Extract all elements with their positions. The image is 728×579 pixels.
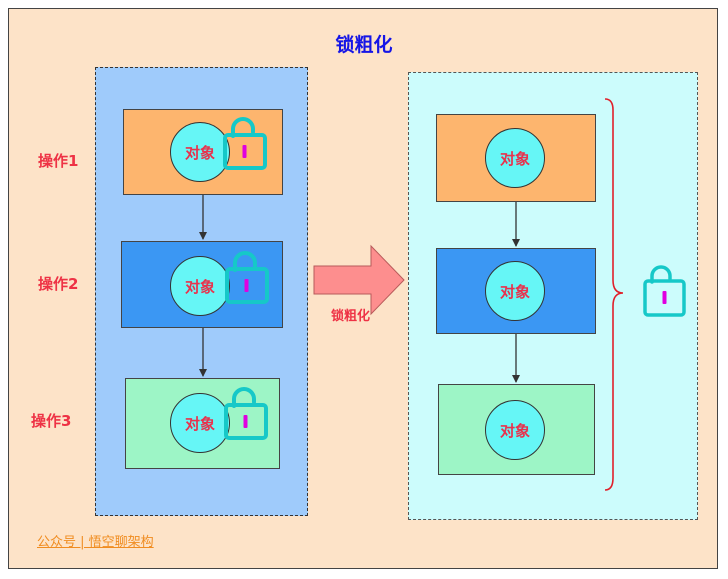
curly-brace xyxy=(604,98,624,491)
object-circle-left-3: 对象 xyxy=(170,393,230,453)
operation-label-3: 操作3 xyxy=(31,412,72,430)
object-circle-right-3: 对象 xyxy=(485,400,545,460)
object-circle-right-2: 对象 xyxy=(485,261,545,321)
lock-icon-coarsened xyxy=(643,265,686,317)
footer-link[interactable]: 公众号 | 悟空聊架构 xyxy=(37,535,154,550)
operation-label-2: 操作2 xyxy=(38,275,79,293)
operation-label-1: 操作1 xyxy=(38,152,79,170)
object-circle-right-1: 对象 xyxy=(485,128,545,188)
lock-icon-3 xyxy=(224,387,268,440)
coarsening-arrow xyxy=(313,244,405,316)
object-circle-left-1: 对象 xyxy=(170,122,230,182)
diagram-title: 锁粗化 xyxy=(335,34,393,56)
lock-icon-1 xyxy=(223,117,267,170)
object-circle-left-2: 对象 xyxy=(170,256,230,316)
lock-icon-2 xyxy=(225,251,269,304)
coarsening-arrow-label: 锁粗化 xyxy=(331,309,371,324)
